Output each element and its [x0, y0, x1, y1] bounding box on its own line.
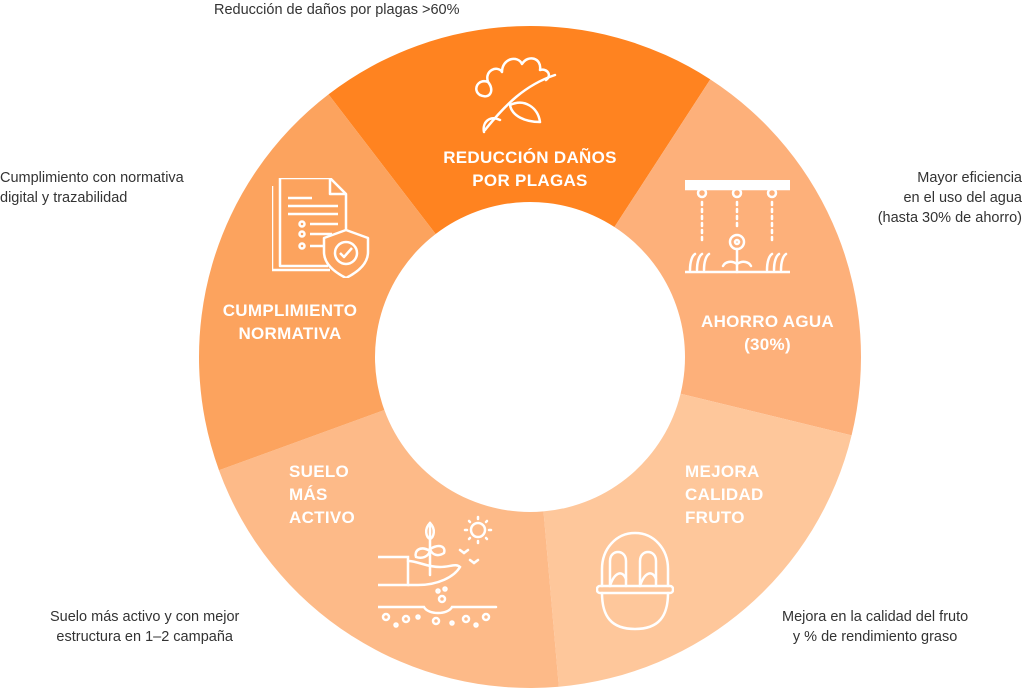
note-line: Mayor eficiencia — [917, 170, 1022, 186]
segment-cumplimiento-normativa — [198, 94, 436, 471]
note-line: en el uso del agua — [903, 190, 1022, 206]
soil-hand-icon — [378, 515, 498, 628]
label-line: CALIDAD — [685, 485, 764, 504]
note-suelo-activo: Suelo más activo y con mejor estructura … — [50, 607, 239, 647]
label-line: CUMPLIMIENTO — [222, 301, 358, 320]
note-ahorro-agua: Mayor eficiencia en el uso del agua (has… — [878, 168, 1022, 228]
label-line: NORMATIVA — [238, 324, 342, 343]
label-ahorro-agua: AHORRO AGUA (30%) — [680, 310, 855, 356]
note-line: digital y trazabilidad — [0, 190, 128, 206]
note-cumplimiento-normativa: Cumplimiento con normativa digital y tra… — [0, 168, 184, 208]
note-mejora-fruto: Mejora en la calidad del fruto y % de re… — [782, 607, 968, 647]
label-line: MÁS — [289, 485, 328, 504]
label-line: ACTIVO — [289, 508, 356, 527]
label-reduccion-plagas: REDUCCIÓN DAÑOS POR PLAGAS — [410, 146, 650, 192]
label-line: MEJORA — [685, 462, 760, 481]
segment-suelo-activo — [218, 410, 559, 688]
note-line: (hasta 30% de ahorro) — [877, 210, 1022, 226]
label-line: AHORRO AGUA — [701, 312, 834, 331]
label-line: SUELO — [289, 462, 350, 481]
segment-mejora-fruto — [543, 393, 852, 687]
note-line: y % de rendimiento graso — [792, 629, 958, 645]
label-mejora-fruto: MEJORA CALIDAD FRUTO — [685, 460, 764, 529]
note-line: Suelo más activo y con mejor — [50, 609, 240, 625]
label-cumplimiento-normativa: CUMPLIMIENTO NORMATIVA — [195, 299, 385, 345]
note-line: Mejora en la calidad del fruto — [782, 609, 969, 625]
label-line: (30%) — [744, 335, 791, 354]
irrigation-icon — [685, 180, 790, 274]
label-line: FRUTO — [685, 508, 745, 527]
note-line: estructura en 1–2 campaña — [56, 629, 233, 645]
fruit-basket-icon — [596, 531, 674, 631]
note-reduccion-plagas: Reducción de daños por plagas >60% — [214, 2, 460, 18]
label-line: POR PLAGAS — [472, 171, 588, 190]
label-suelo-activo: SUELO MÁS ACTIVO — [289, 460, 355, 529]
document-shield-icon — [272, 178, 370, 278]
note-line: Cumplimiento con normativa — [0, 170, 184, 186]
segment-reduccion-plagas — [328, 25, 711, 235]
cotton-plant-icon — [475, 57, 557, 134]
label-line: REDUCCIÓN DAÑOS — [443, 148, 617, 167]
